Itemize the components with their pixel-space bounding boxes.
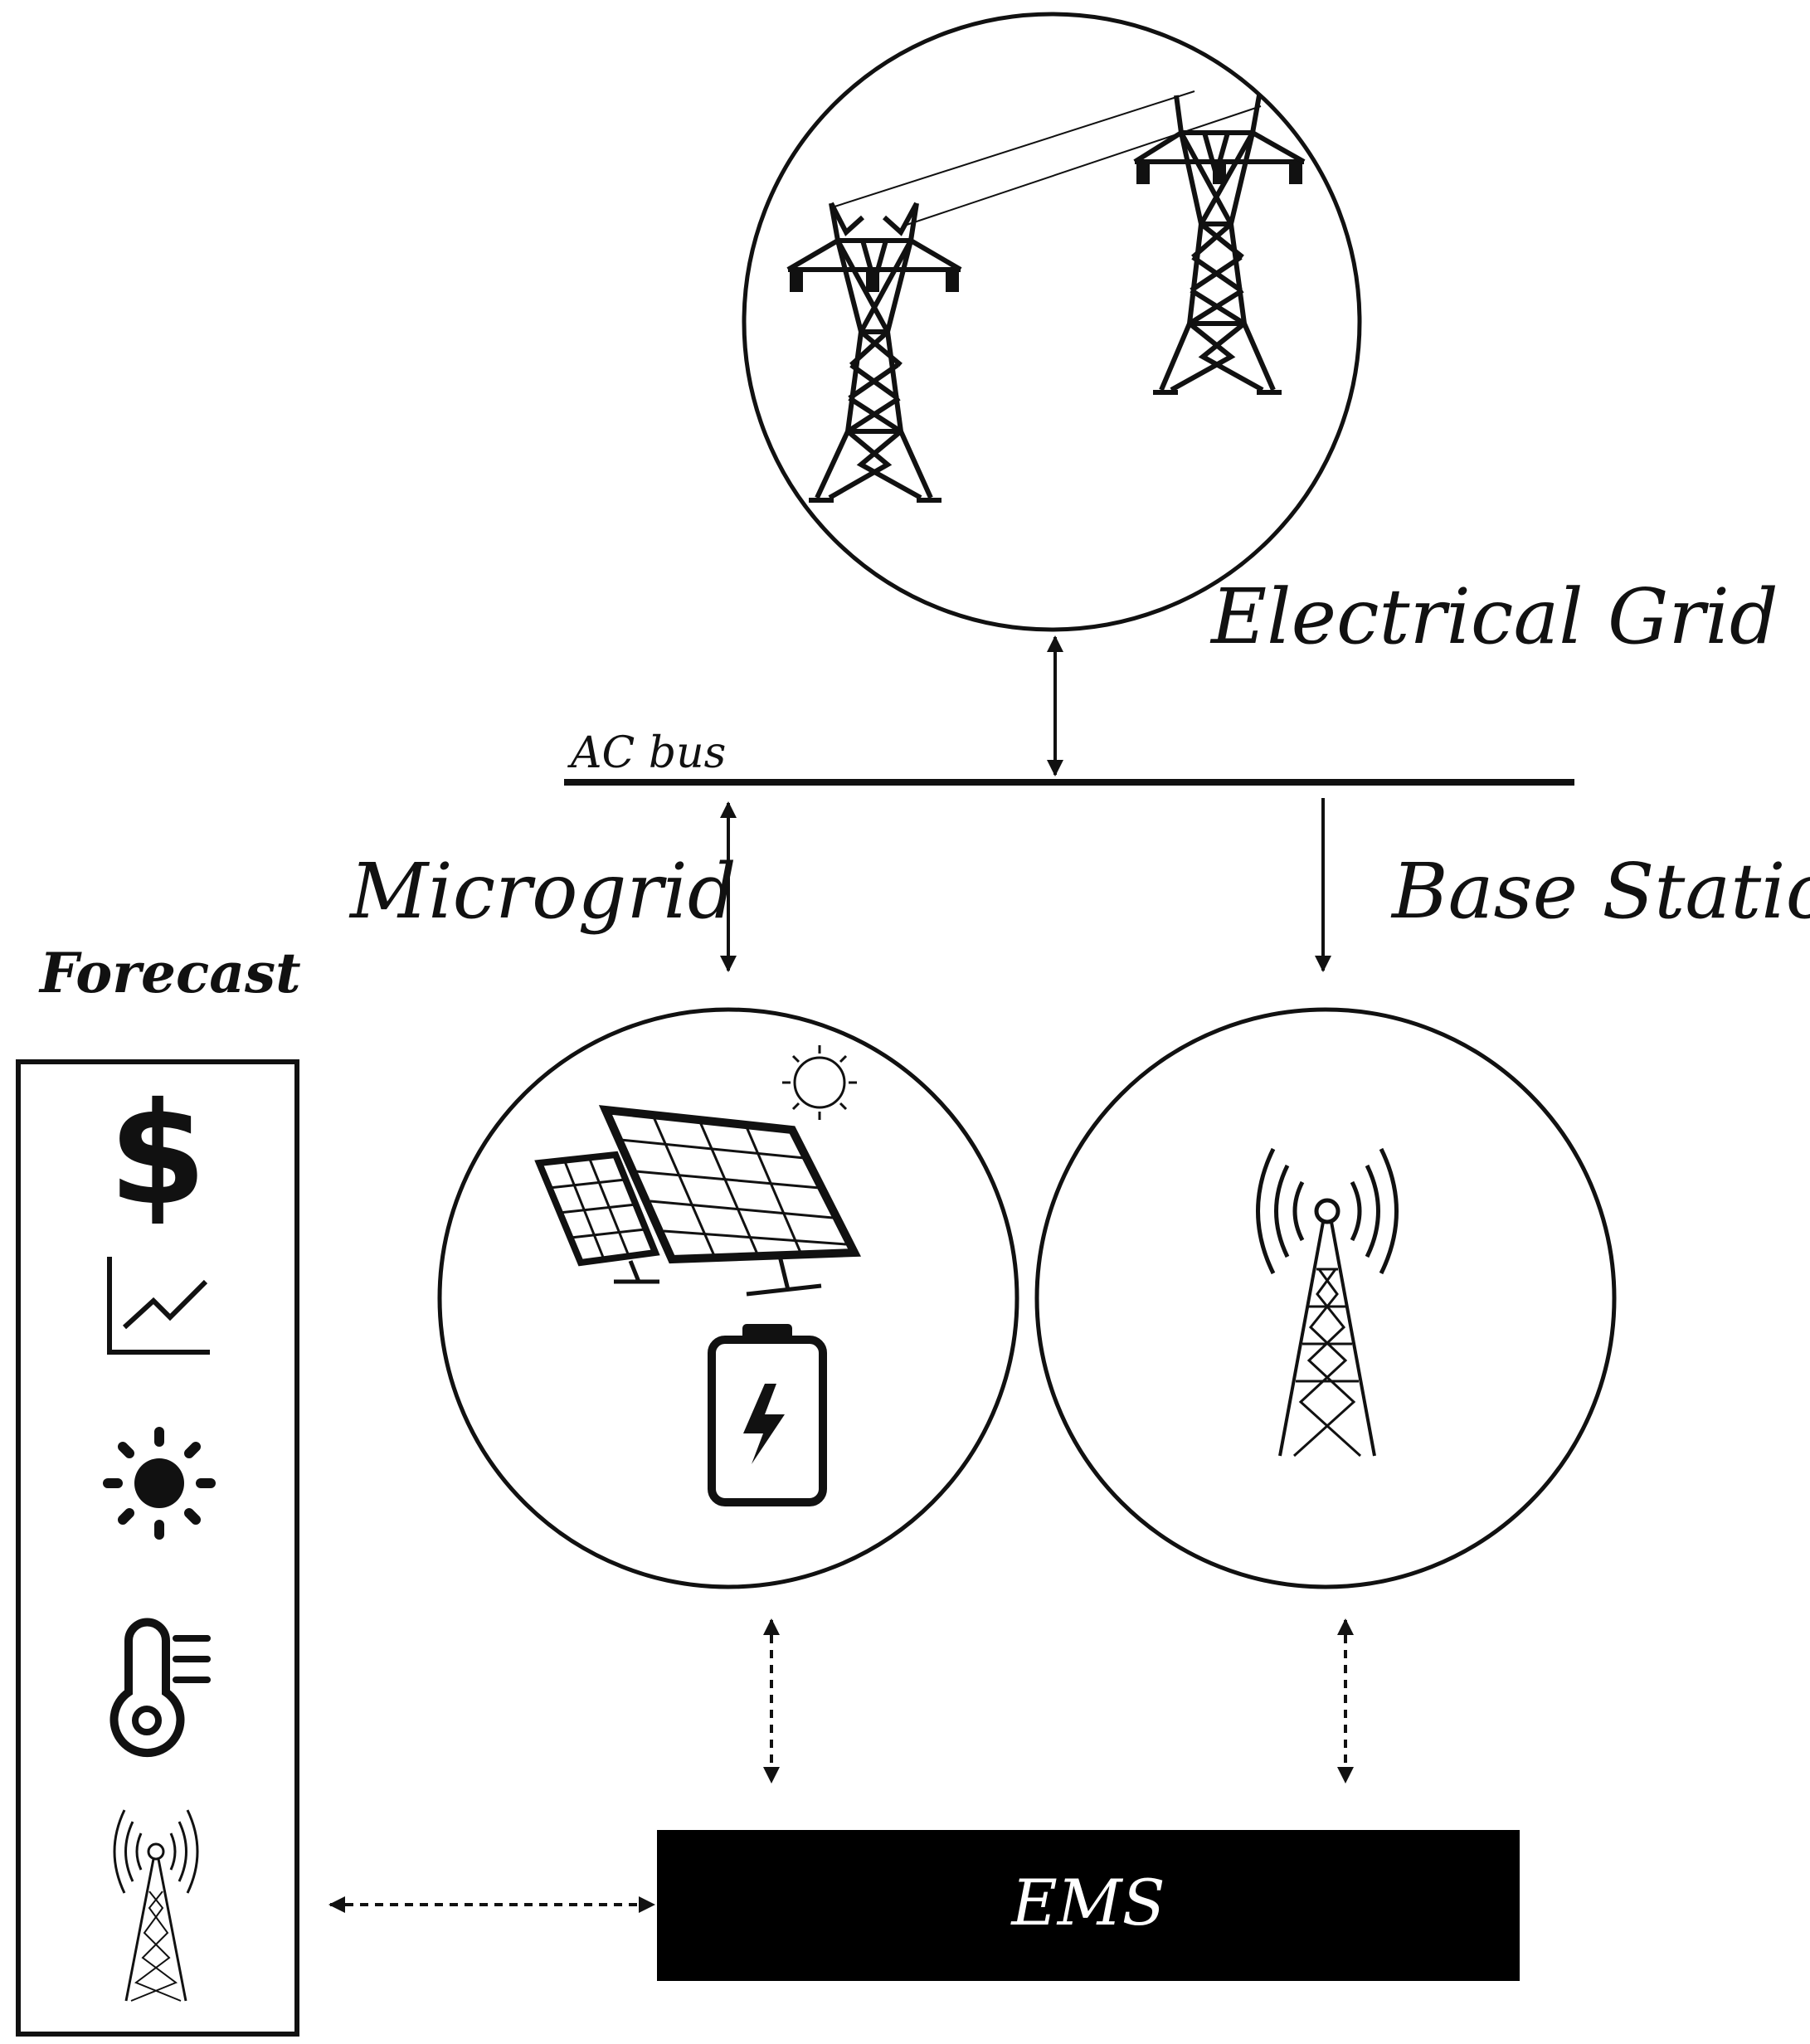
sun-icon (782, 1045, 857, 1120)
electrical-grid-circle (742, 12, 1362, 632)
ems-block: EMS (657, 1830, 1520, 1981)
solar-panel-icon (598, 1105, 861, 1297)
electrical-grid-label: Electrical Grid (1209, 572, 1778, 661)
insulators-left (790, 272, 959, 292)
sun-icon (103, 1427, 216, 1540)
forecast-title: Forecast (38, 941, 301, 1005)
line-chart-icon (107, 1257, 210, 1355)
transmission-tower-icon (786, 202, 962, 503)
cell-tower-icon (113, 1809, 199, 2002)
battery-charging-icon (708, 1324, 827, 1506)
microgrid-circle (437, 1007, 1019, 1589)
base-station-label: Base Station (1390, 847, 1810, 936)
power-lines (831, 90, 1262, 226)
thermometer-icon (109, 1618, 211, 1757)
base-station-circle (1034, 1007, 1617, 1589)
ems-label: EMS (1010, 1866, 1165, 1939)
forecast-panel: $ (16, 1059, 299, 2037)
microgrid-node (437, 1007, 1019, 1589)
cell-tower-icon (1256, 1147, 1399, 1458)
transmission-tower-icon (1133, 95, 1306, 395)
ac-bus-label: AC bus (567, 728, 726, 778)
forecast-box (16, 1059, 299, 2037)
dollar-icon: $ (109, 1073, 207, 1237)
microgrid-label: Microgrid (348, 847, 737, 936)
base-station-node (1034, 1007, 1617, 1589)
insulators-right (1136, 164, 1302, 184)
solar-panel-icon (534, 1151, 660, 1284)
electrical-grid-node (742, 12, 1362, 632)
